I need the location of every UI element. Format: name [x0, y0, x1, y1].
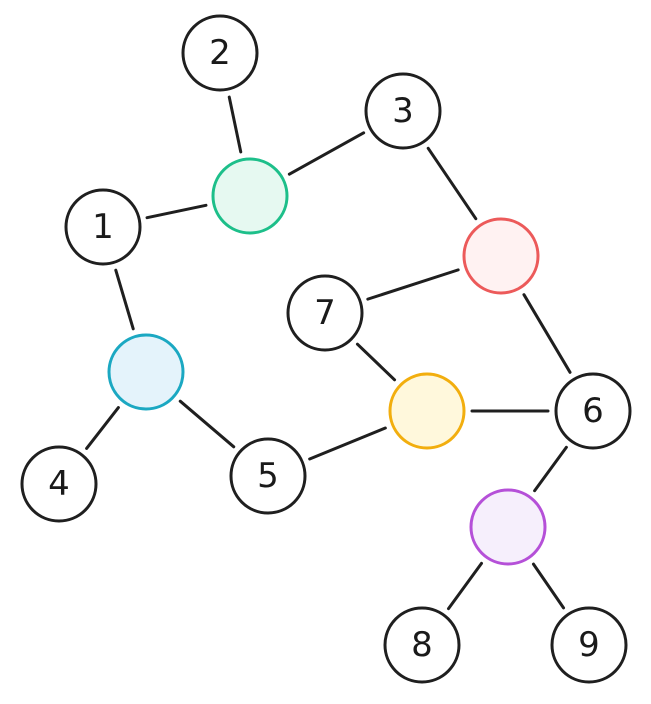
- node-red: [462, 217, 540, 295]
- node-n8: 8: [383, 606, 461, 684]
- node-circle: [550, 606, 628, 684]
- node-circle: [383, 606, 461, 684]
- edge-purple-n8: [447, 561, 483, 611]
- edge-n3-red: [426, 146, 478, 221]
- edge-green-n3: [287, 131, 366, 176]
- node-circle: [64, 188, 142, 266]
- node-label: 6: [582, 391, 604, 431]
- node-circle: [364, 72, 442, 150]
- node-label: 5: [257, 456, 279, 496]
- node-circle: [554, 372, 632, 450]
- node-n7: 7: [286, 274, 364, 352]
- node-n6: 6: [554, 372, 632, 450]
- nodes-layer: 1 2 3 4 5 6 7 8 9: [20, 14, 632, 684]
- node-circle: [107, 333, 185, 411]
- edge-red-n6: [522, 293, 572, 374]
- node-label: 7: [314, 293, 336, 333]
- node-circle: [462, 217, 540, 295]
- node-n1: 1: [64, 188, 142, 266]
- edge-n5-yellow: [308, 426, 387, 461]
- edge-blue-n5: [178, 399, 236, 449]
- node-n4: 4: [20, 445, 98, 523]
- node-label: 8: [411, 625, 433, 665]
- node-label: 2: [209, 33, 231, 73]
- node-purple: [469, 488, 547, 566]
- node-label: 1: [92, 207, 114, 247]
- edge-n2-green: [227, 95, 243, 154]
- node-circle: [286, 274, 364, 352]
- edge-n7-yellow: [355, 342, 397, 382]
- node-n3: 3: [364, 72, 442, 150]
- node-n5: 5: [229, 437, 307, 515]
- node-green: [211, 157, 289, 235]
- node-circle: [388, 372, 466, 450]
- edge-n6-purple: [533, 445, 568, 493]
- node-blue: [107, 333, 185, 411]
- edge-n1-blue: [114, 268, 135, 331]
- edge-purple-n9: [531, 562, 566, 610]
- node-circle: [181, 14, 259, 92]
- edges-layer: [85, 95, 572, 611]
- edge-n1-green: [145, 203, 208, 220]
- node-yellow: [388, 372, 466, 450]
- node-n2: 2: [181, 14, 259, 92]
- edge-n7-red: [366, 268, 460, 301]
- node-label: 3: [392, 91, 414, 131]
- node-circle: [229, 437, 307, 515]
- node-circle: [211, 157, 289, 235]
- node-circle: [469, 488, 547, 566]
- node-circle: [20, 445, 98, 523]
- node-label: 4: [48, 464, 70, 504]
- node-n9: 9: [550, 606, 628, 684]
- edge-blue-n4: [85, 406, 120, 450]
- node-label: 9: [578, 625, 600, 665]
